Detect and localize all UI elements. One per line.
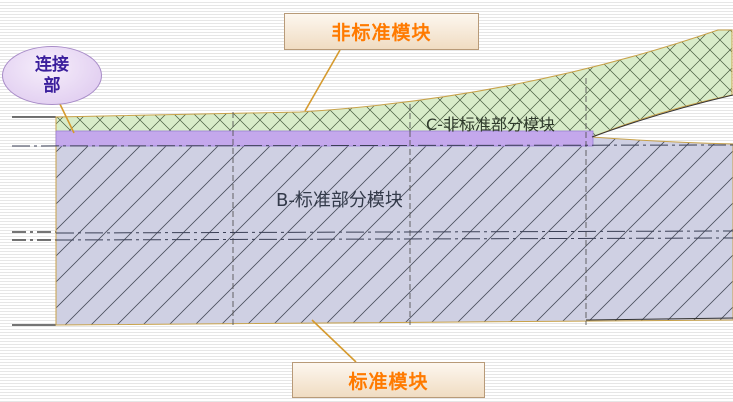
road-right-lines bbox=[585, 94, 733, 321]
connection-part-callout: 连接部 bbox=[2, 46, 102, 105]
module-separators bbox=[232, 78, 587, 325]
connection-part-label: 连接部 bbox=[35, 54, 69, 96]
standard-module-region bbox=[55, 136, 733, 326]
non-standard-part-label: C-非标准部分模块 bbox=[426, 115, 555, 134]
road-left-lines bbox=[12, 116, 56, 326]
non-standard-module-region bbox=[55, 29, 733, 138]
callout-leaders bbox=[57, 49, 357, 363]
non-standard-module-callout: 非标准模块 bbox=[284, 13, 479, 50]
centerlines bbox=[11, 144, 733, 241]
standard-part-label: B-标准部分模块 bbox=[276, 190, 403, 211]
standard-module-callout: 标准模块 bbox=[292, 362, 485, 398]
